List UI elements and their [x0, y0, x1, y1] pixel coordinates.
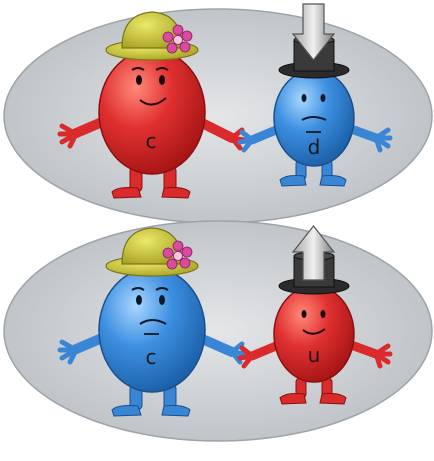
- meson-panel-bottom: c u: [4, 221, 432, 441]
- quark-label: d: [308, 135, 321, 159]
- foot: [162, 188, 190, 199]
- foot: [112, 188, 141, 199]
- quark-label: c: [146, 345, 157, 369]
- binding-ellipse: [4, 9, 432, 223]
- quark-label: u: [308, 343, 321, 367]
- binding-ellipse: [4, 221, 432, 441]
- foot: [320, 176, 346, 187]
- foot: [280, 394, 306, 405]
- foot: [280, 176, 306, 187]
- foot: [320, 394, 346, 405]
- foot: [112, 406, 141, 417]
- foot: [162, 406, 190, 417]
- quark-label: c: [146, 129, 157, 153]
- quark-body: [99, 268, 205, 392]
- quark-body: [99, 50, 205, 174]
- meson-panel-top: c d: [4, 4, 432, 223]
